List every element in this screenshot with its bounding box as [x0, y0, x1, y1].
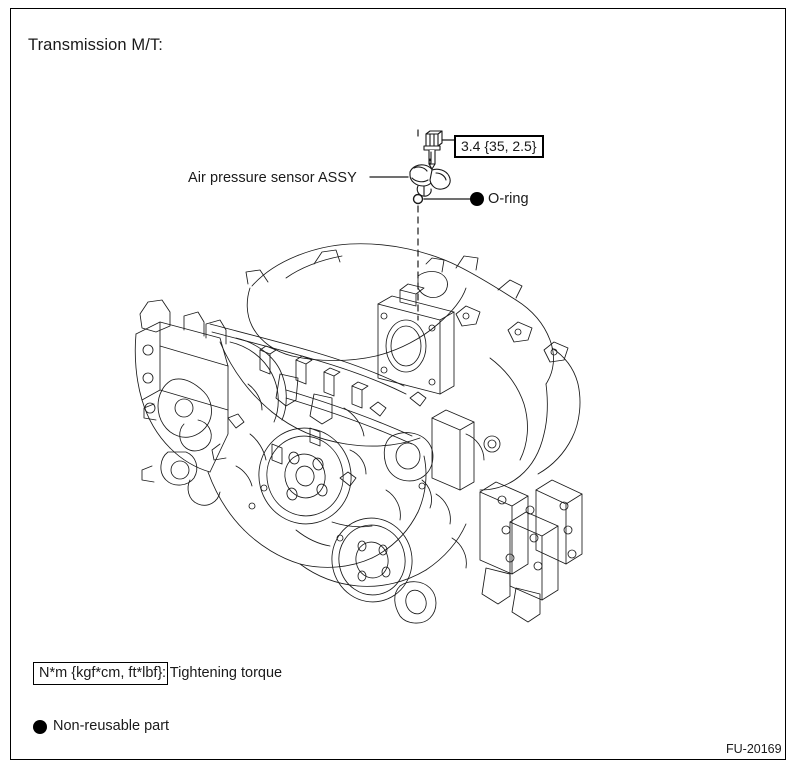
page-title: Transmission M/T: [28, 36, 163, 54]
engine-assembly-illustration [134, 243, 583, 624]
callout-o-ring-label: O-ring [488, 191, 529, 207]
legend-torque-description: : Tightening torque [162, 665, 283, 681]
non-reusable-bullet-icon [470, 192, 484, 206]
figure-border [10, 8, 786, 760]
legend-non-reusable-bullet-icon [33, 720, 47, 734]
legend-torque-units-box: N*m {kgf*cm, ft*lbf} [33, 662, 169, 685]
figure-id-label: FU-20169 [726, 742, 782, 756]
legend-non-reusable-label: Non-reusable part [53, 718, 170, 734]
torque-spec-callout: 3.4 {35, 2.5} [454, 135, 544, 158]
callout-air-pressure-sensor-label: Air pressure sensor ASSY [188, 170, 357, 186]
